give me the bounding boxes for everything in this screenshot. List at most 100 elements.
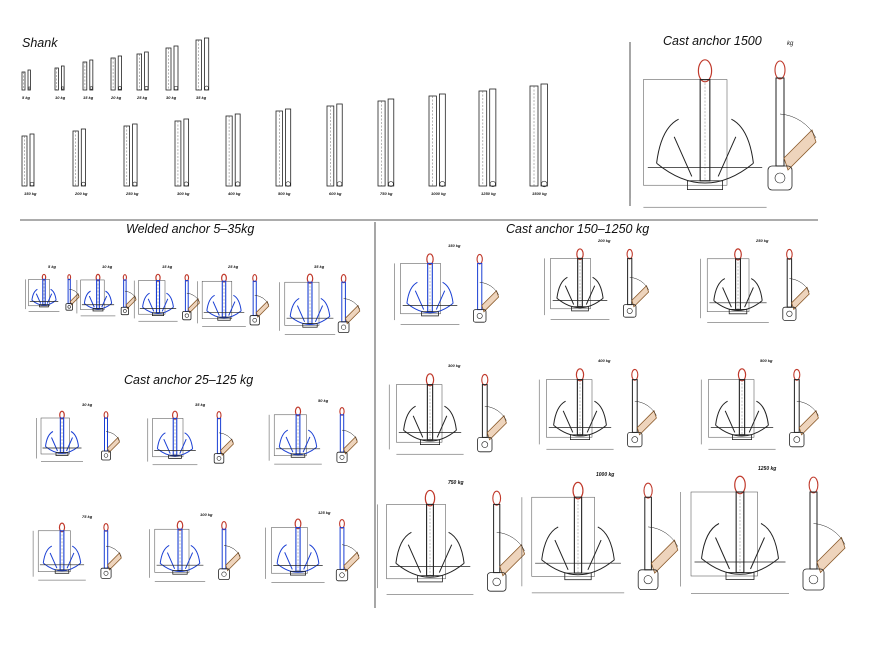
- cast-small-side-1: [101, 411, 120, 461]
- welded-label-5: 35 kg: [314, 264, 325, 269]
- shank-small-label-4: 20 kg: [110, 95, 122, 100]
- cast-large-label-2: 200 kg: [597, 238, 611, 243]
- welded-front-4: [197, 273, 246, 327]
- cast-large-side-4: [477, 373, 507, 453]
- shank-small-label-3: 15 kg: [83, 95, 94, 100]
- cast-large-side-7: [486, 490, 526, 592]
- cast-large-front-9: [680, 475, 789, 594]
- shank-large-label-1: 150 kg: [24, 191, 37, 196]
- cast-small-label-2: 35 kg: [195, 402, 206, 407]
- welded-label-1: 5 kg: [48, 264, 57, 269]
- shank-small-3: [82, 59, 94, 91]
- cast-small-front-3: [268, 406, 322, 465]
- cast-1500-title: Cast anchor 1500: [663, 34, 762, 48]
- cast-large-front-5: [538, 368, 614, 450]
- shank-small-7: [195, 37, 210, 91]
- shank-small-6: [165, 45, 179, 91]
- cast-large-front-2: [544, 248, 610, 320]
- cast-1500-side-view: [767, 60, 817, 191]
- cast-large-side-3: [782, 248, 810, 321]
- welded-front-3: [133, 273, 178, 322]
- shank-large-label-7: 600 kg: [329, 191, 342, 196]
- cast-small-side-6: [335, 518, 360, 582]
- cast-large-side-8: [637, 482, 679, 590]
- cast-1500-unit: kg: [787, 41, 794, 47]
- shank-title: Shank: [22, 36, 58, 50]
- shank-large-6: [275, 108, 292, 187]
- welded-front-2: [76, 273, 116, 317]
- shank-large-4: [174, 118, 190, 187]
- shank-small-label-6: 30 kg: [166, 95, 177, 100]
- cast-small-label-3: 50 kg: [318, 398, 329, 403]
- shank-small-2: [54, 65, 65, 91]
- cast-small-front-4: [32, 522, 86, 581]
- cast-large-label-6: 500 kg: [760, 358, 773, 363]
- welded-side-3: [182, 274, 200, 321]
- welded-title: Welded anchor 5–35kg: [126, 222, 254, 236]
- cast-large-label-8: 1000 kg: [596, 472, 614, 478]
- cast-large-label-1: 150 kg: [448, 243, 461, 248]
- shank-large-label-11: 1500 kg: [532, 191, 547, 196]
- shank-row-large: 150 kg 200 kg 250 kg 300 kg 400 kg 500 kg 600 …: [21, 83, 548, 196]
- shank-small-1: [21, 69, 31, 91]
- welded-label-2: 10 kg: [102, 264, 113, 269]
- cast-anchor-1500-drawing: [629, 59, 817, 208]
- cast-small-side-5: [218, 520, 241, 580]
- shank-large-label-8: 750 kg: [380, 191, 393, 196]
- cast-small-front-1: [36, 410, 83, 462]
- cast-large-label-3: 250 kg: [755, 238, 769, 243]
- cast-large-side-6: [789, 368, 819, 448]
- cast-large-side-1: [472, 253, 500, 323]
- cast-small-side-3: [336, 407, 358, 463]
- cast-small-front-5: [149, 520, 206, 582]
- shank-large-2: [72, 128, 86, 187]
- cast-large-front-6: [700, 368, 776, 450]
- cast-small-label-4: 75 kg: [82, 514, 93, 519]
- cast-large-side-9: [802, 476, 846, 591]
- shank-large-label-3: 250 kg: [125, 191, 139, 196]
- cast-small-front-2: [147, 410, 198, 466]
- cast-small-label-5: 100 kg: [200, 512, 213, 517]
- shank-large-3: [123, 123, 138, 187]
- shank-large-label-2: 200 kg: [74, 191, 88, 196]
- shank-large-10: [478, 88, 497, 187]
- shank-large-5: [225, 113, 241, 187]
- shank-large-11: [529, 83, 548, 188]
- shank-large-9: [428, 93, 446, 187]
- welded-front-5: [279, 273, 336, 335]
- cast-large-label-7: 750 kg: [448, 480, 464, 486]
- shank-small-5: [136, 51, 149, 91]
- welded-front-1: [25, 273, 60, 312]
- shank-large-label-4: 300 kg: [177, 191, 190, 196]
- cast-small-side-2: [213, 411, 234, 464]
- cast-large-front-8: [521, 481, 625, 594]
- shank-large-7: [326, 103, 343, 187]
- cast-small-front-6: [265, 518, 325, 583]
- cast-small-title: Cast anchor 25–125 kg: [124, 373, 253, 387]
- welded-label-3: 15 kg: [162, 264, 173, 269]
- shank-large-label-10: 1250 kg: [481, 191, 496, 196]
- cast-large-front-4: [388, 373, 464, 455]
- shank-small-4: [110, 55, 122, 91]
- welded-side-2: [120, 274, 137, 316]
- shank-small-label-5: 25 kg: [136, 95, 148, 100]
- welded-side-5: [337, 274, 361, 333]
- cast-large-front-7: [377, 489, 474, 595]
- shank-large-label-5: 400 kg: [227, 191, 241, 196]
- shank-large-label-9: 1000 kg: [431, 191, 446, 196]
- cast-large-title: Cast anchor 150–1250 kg: [506, 222, 649, 236]
- cast-large-front-3: [700, 248, 769, 323]
- shank-large-label-6: 500 kg: [278, 191, 291, 196]
- cast-large-front-1: [394, 253, 460, 325]
- cast-small-side-4: [100, 523, 122, 579]
- shank-large-1: [21, 133, 35, 187]
- cast-small-label-1: 30 kg: [82, 402, 93, 407]
- shank-small-label-7: 35 kg: [196, 95, 207, 100]
- cast-large-side-2: [623, 248, 650, 318]
- cast-small-label-6: 125 kg: [318, 510, 331, 515]
- cast-1500-front-view: [629, 59, 767, 208]
